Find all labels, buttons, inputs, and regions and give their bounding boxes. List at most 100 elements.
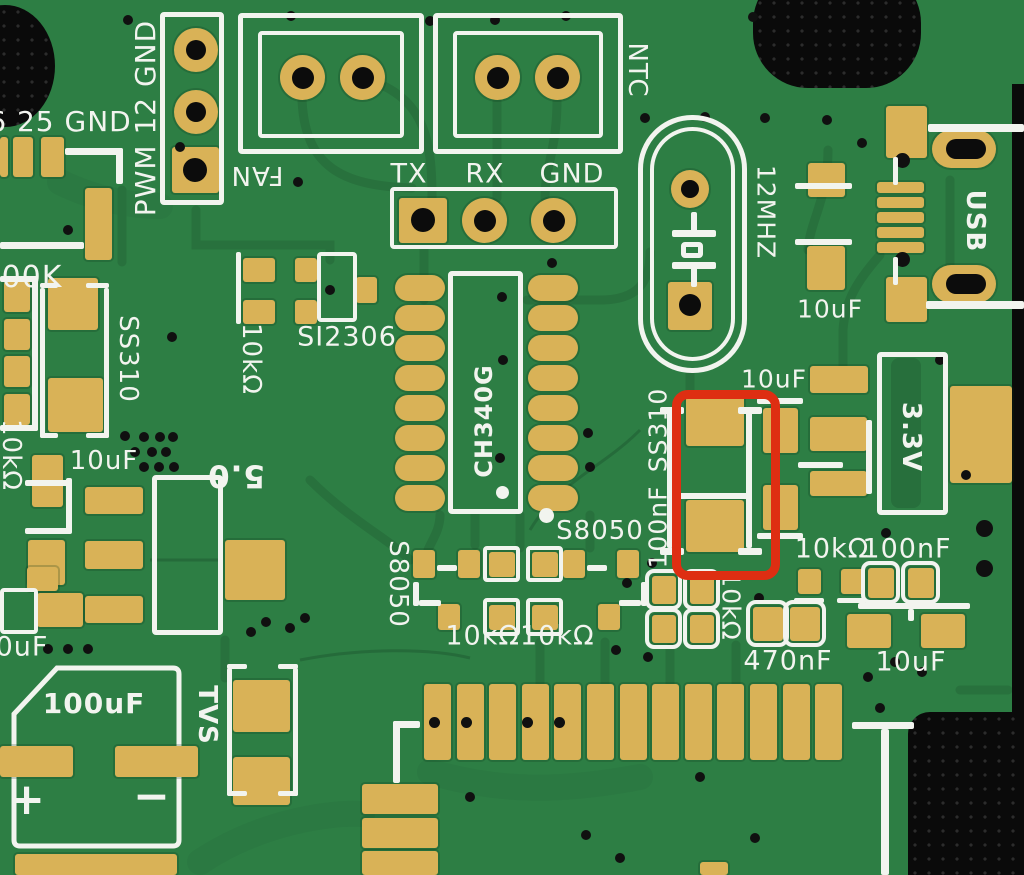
via-hole	[917, 667, 927, 677]
silkscreen-label-pwm-header: PWM 12 GND	[129, 19, 162, 217]
smd-pad	[489, 552, 515, 577]
via-hole	[465, 792, 475, 802]
via-hole	[155, 432, 165, 442]
silkscreen-label-fan: FAN	[230, 160, 284, 190]
regulator-body-area	[891, 358, 921, 508]
smd-pad	[620, 684, 647, 760]
via-hole	[83, 644, 93, 654]
smd-pad	[362, 851, 438, 875]
silkscreen-line	[116, 148, 123, 184]
smd-pad	[528, 395, 578, 421]
silkscreen-label-ch340g: CH340G	[470, 364, 498, 478]
smd-pad	[700, 862, 728, 875]
via-hole	[261, 617, 271, 627]
via-hole	[695, 772, 705, 782]
silkscreen-outline	[526, 598, 563, 636]
silkscreen-label-gnd: GND	[539, 158, 605, 190]
via-hole	[497, 292, 507, 302]
via-hole	[63, 644, 73, 654]
smd-pad	[4, 281, 30, 312]
silkscreen-line	[866, 420, 872, 494]
silkscreen-line	[66, 478, 72, 534]
smd-pad	[4, 356, 30, 387]
smd-pad	[763, 408, 798, 453]
board-edge-right	[1012, 84, 1024, 716]
silkscreen-line	[672, 262, 716, 269]
silkscreen-outline	[258, 31, 404, 138]
smd-pad	[807, 246, 845, 290]
via-hole	[293, 177, 303, 187]
silkscreen-label-r-10k-si2306: 10kΩ	[236, 322, 266, 396]
silkscreen-line	[837, 598, 867, 603]
smd-pad	[37, 593, 83, 627]
silkscreen-line	[0, 242, 84, 249]
silkscreen-line	[691, 212, 697, 232]
silkscreen-outline	[783, 600, 826, 647]
board-cutout-top-right	[753, 0, 921, 88]
silkscreen-line	[104, 288, 109, 438]
silkscreen-label-r-100k: 00K	[1, 260, 63, 295]
via-hole	[875, 703, 885, 713]
smd-pad	[295, 300, 317, 324]
silkscreen-label-r-10k-left: 10kΩ	[0, 418, 26, 492]
smd-pad	[763, 485, 798, 530]
silkscreen-label-cap-100nf: 100nF	[643, 485, 673, 569]
silkscreen-outline	[645, 608, 682, 649]
smd-pad	[0, 746, 73, 777]
via-hole	[640, 113, 650, 123]
smd-pad	[295, 258, 317, 282]
via-hole	[748, 12, 758, 22]
smd-pad	[233, 757, 290, 805]
smd-pad	[921, 614, 965, 648]
smd-pad	[395, 485, 445, 511]
silkscreen-line	[893, 157, 898, 185]
silkscreen-label-usb: USB	[960, 189, 990, 253]
silkscreen-line	[746, 412, 752, 548]
via-hole	[894, 152, 910, 168]
via-hole	[161, 447, 171, 457]
silkscreen-line	[757, 398, 803, 404]
smd-pad	[85, 596, 143, 623]
smd-pad	[877, 197, 924, 208]
silkscreen-line	[236, 252, 241, 324]
silkscreen-line	[738, 548, 762, 555]
silkscreen-label-ntc: NTC	[622, 42, 652, 98]
via-hole	[961, 470, 971, 480]
smd-pad	[528, 335, 578, 361]
silkscreen-label-s8050-horizontal: S8050	[556, 516, 644, 546]
via-hole	[425, 16, 435, 26]
via-hole	[43, 644, 53, 654]
silkscreen-outline	[746, 600, 789, 647]
smd-pad	[717, 684, 744, 760]
via-hole	[643, 652, 653, 662]
via-hole	[894, 251, 910, 267]
smd-pad	[532, 605, 558, 630]
silkscreen-line	[798, 462, 843, 468]
silkscreen-line	[393, 721, 400, 783]
via-hole	[154, 462, 164, 472]
drill-hole	[681, 180, 699, 198]
smd-pad	[4, 394, 30, 425]
smd-pad	[877, 182, 924, 193]
via-hole	[754, 593, 764, 603]
silkscreen-outline	[877, 352, 948, 515]
silkscreen-line	[293, 668, 298, 796]
silkscreen-outline	[901, 561, 940, 604]
via-hole	[822, 115, 832, 125]
smd-pad	[243, 300, 275, 324]
smd-pad	[810, 417, 867, 451]
drill-hole	[946, 139, 986, 159]
silkscreen-outline	[453, 31, 603, 138]
silkscreen-outline	[433, 13, 623, 154]
silkscreen-line	[794, 598, 824, 603]
drill-hole	[473, 209, 496, 232]
smd-pad	[0, 137, 8, 177]
smd-pad	[690, 576, 714, 604]
silkscreen-outline	[448, 271, 523, 514]
via-hole	[495, 453, 505, 463]
silkscreen-label-cap-100nf-right: 100nF	[862, 533, 952, 565]
smd-pad	[798, 569, 821, 594]
drill-hole	[486, 66, 509, 89]
via-hole	[325, 285, 335, 295]
